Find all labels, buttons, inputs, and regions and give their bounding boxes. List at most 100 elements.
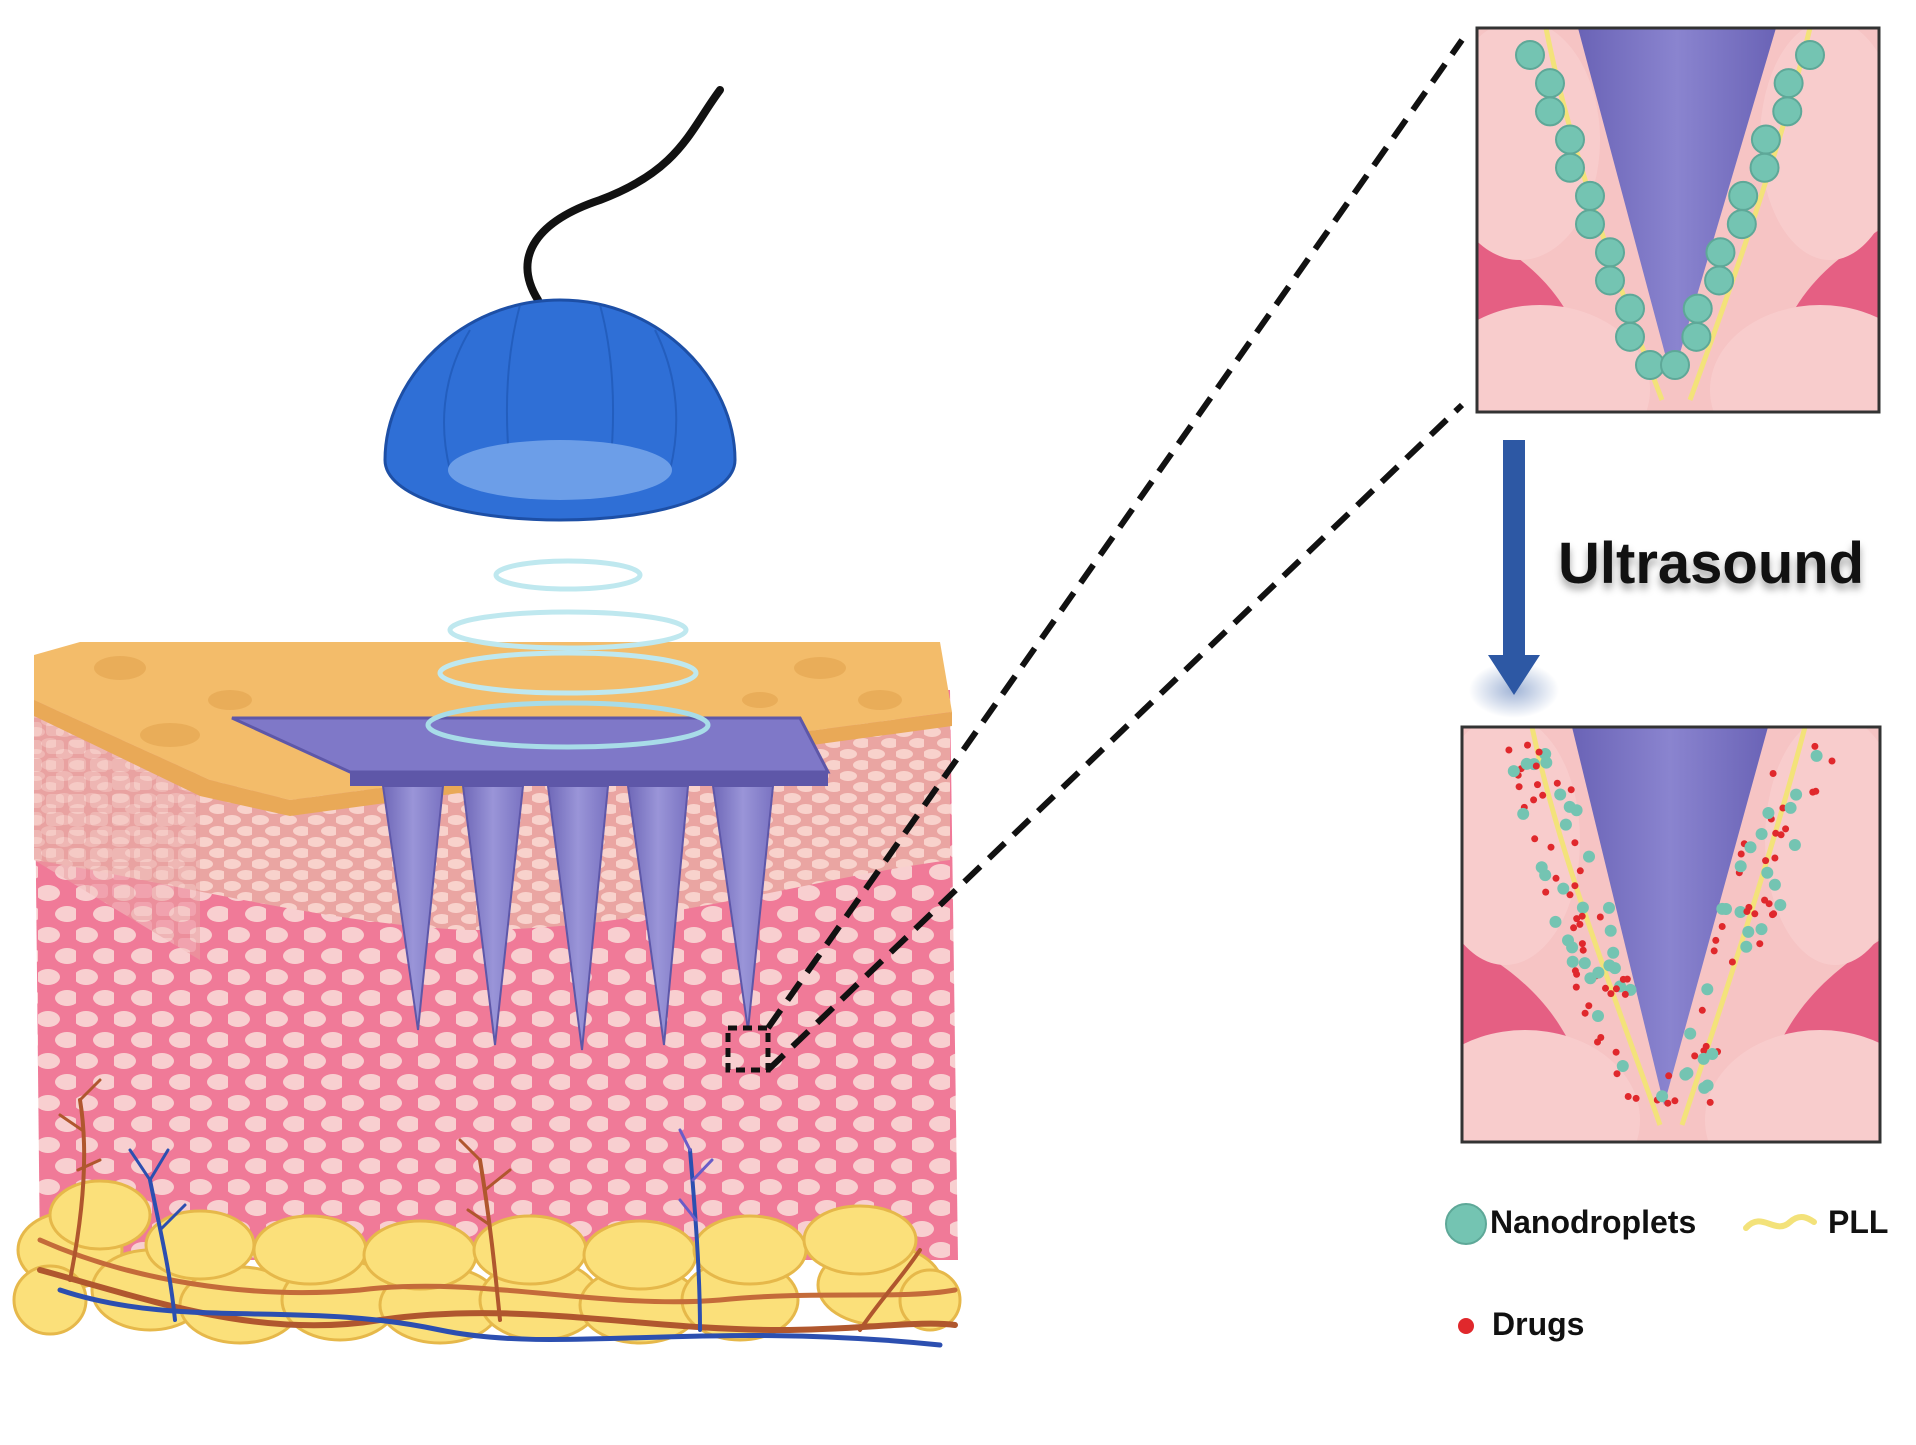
nanodroplet-fragment xyxy=(1734,906,1747,918)
drug-particle xyxy=(1524,741,1531,749)
nanodroplet xyxy=(1795,40,1825,70)
drug-particle xyxy=(1596,913,1604,921)
nanodroplet-fragment xyxy=(1566,955,1579,968)
nanodroplet-fragment xyxy=(1701,983,1714,996)
nanodroplet-fragment xyxy=(1784,801,1797,814)
drug-particle xyxy=(1547,843,1555,851)
nanodroplet xyxy=(1772,96,1803,127)
nanodroplet-fragment xyxy=(1656,1090,1669,1103)
drug-particle xyxy=(1581,1009,1589,1017)
nanodroplet-fragment xyxy=(1604,924,1617,937)
nanodroplet xyxy=(1681,321,1712,352)
drug-particle xyxy=(1691,1052,1699,1060)
drug-particle xyxy=(1623,975,1631,983)
nanodroplet-fragment xyxy=(1507,765,1520,778)
nanodroplet-fragment xyxy=(1740,940,1753,953)
released-drugs-and-nanodroplets xyxy=(1505,741,1836,1107)
drug-particle xyxy=(1573,970,1581,978)
zoom-line-lower xyxy=(765,402,1465,1073)
nanodroplet-fragment xyxy=(1559,818,1572,831)
drug-particle xyxy=(1576,867,1584,875)
drug-particle xyxy=(1702,1042,1710,1050)
drug-particle xyxy=(1728,958,1736,966)
nanodroplet-fragment xyxy=(1616,1060,1629,1072)
nanodroplet xyxy=(1726,209,1757,240)
drug-particle xyxy=(1771,854,1779,862)
drug-particle xyxy=(1578,912,1586,920)
nanodroplet-fragment xyxy=(1790,788,1803,801)
nanodroplet xyxy=(1575,180,1605,211)
ultrasound-waves xyxy=(425,558,711,750)
nanodroplet xyxy=(1705,237,1736,268)
microneedle-3 xyxy=(546,785,610,1051)
legend-drug-icon xyxy=(1458,1318,1474,1334)
nanodroplet xyxy=(1773,68,1804,99)
drug-particle xyxy=(1573,915,1581,923)
microneedle-array xyxy=(381,785,775,1051)
nanodroplet xyxy=(1704,265,1735,296)
nanodroplet-fragment xyxy=(1554,788,1567,801)
nanodroplet-fragment xyxy=(1603,959,1616,972)
nanodroplet-fragment xyxy=(1583,850,1595,863)
nanodroplet-fragment xyxy=(1520,757,1533,770)
drug-particle xyxy=(1566,891,1574,899)
drug-particle xyxy=(1578,940,1586,948)
drug-particle xyxy=(1570,924,1578,932)
microneedle-1 xyxy=(381,785,445,1031)
blood-vessels xyxy=(37,1078,958,1348)
nanodroplet-fragment xyxy=(1562,934,1574,947)
drug-particle xyxy=(1542,888,1550,896)
drug-particle xyxy=(1532,762,1540,770)
drug-particle xyxy=(1539,791,1547,799)
nanodroplet-fragment xyxy=(1592,966,1605,979)
drug-particle xyxy=(1809,788,1817,796)
drug-particle xyxy=(1671,1097,1679,1105)
drug-particle xyxy=(1710,947,1718,955)
zoom-line-upper xyxy=(765,38,1465,1030)
zoom-needle-bottom xyxy=(1572,727,1768,1105)
drug-particle xyxy=(1530,796,1538,804)
nanodroplet xyxy=(1595,237,1625,268)
nanodroplet-fragment xyxy=(1607,946,1620,959)
drug-particle xyxy=(1743,908,1751,915)
nanodroplet xyxy=(1555,152,1585,183)
microneedle-5 xyxy=(711,785,775,1031)
nanodroplet-fragment xyxy=(1576,901,1589,914)
nanodroplet-fragment xyxy=(1592,1010,1604,1022)
nanodroplet xyxy=(1635,350,1665,380)
nanodroplet-fragment xyxy=(1788,839,1801,851)
drug-particle xyxy=(1706,1098,1714,1106)
zoom-panel-before xyxy=(1475,26,1881,414)
legend-nanodroplet-icon xyxy=(1445,1203,1487,1245)
drug-particle xyxy=(1612,985,1620,993)
nanodroplet-fragment xyxy=(1697,1052,1710,1065)
drug-particle xyxy=(1602,984,1609,992)
nanodroplet xyxy=(1595,265,1625,296)
nanodroplet-fragment xyxy=(1549,915,1562,928)
drug-particle xyxy=(1718,923,1726,930)
nanodroplet-fragment xyxy=(1810,749,1823,762)
drug-particle xyxy=(1585,1002,1593,1010)
legend-pll-label: PLL xyxy=(1828,1204,1889,1240)
nanodroplet-fragment xyxy=(1578,957,1591,970)
microneedle-2 xyxy=(461,785,525,1046)
drug-particle xyxy=(1632,1094,1640,1102)
ultrasound-label: Ultrasound xyxy=(1558,531,1865,596)
nanodroplet xyxy=(1555,124,1585,155)
drug-particle xyxy=(1607,990,1615,998)
nanodroplet-fragment xyxy=(1684,1027,1697,1040)
drug-particle xyxy=(1756,940,1764,948)
drug-particle xyxy=(1572,983,1580,991)
nanodroplet xyxy=(1728,180,1759,211)
transducer-cable xyxy=(523,86,724,304)
drug-particle xyxy=(1594,1038,1601,1046)
stratum-spots xyxy=(94,656,902,747)
drug-particle xyxy=(1828,757,1836,765)
nanodroplet-fragment xyxy=(1734,860,1747,873)
drug-particle xyxy=(1567,786,1575,794)
nanodroplet-fragment xyxy=(1742,925,1755,938)
nanodroplet-fragment xyxy=(1706,1048,1719,1060)
drug-particle xyxy=(1782,825,1790,833)
